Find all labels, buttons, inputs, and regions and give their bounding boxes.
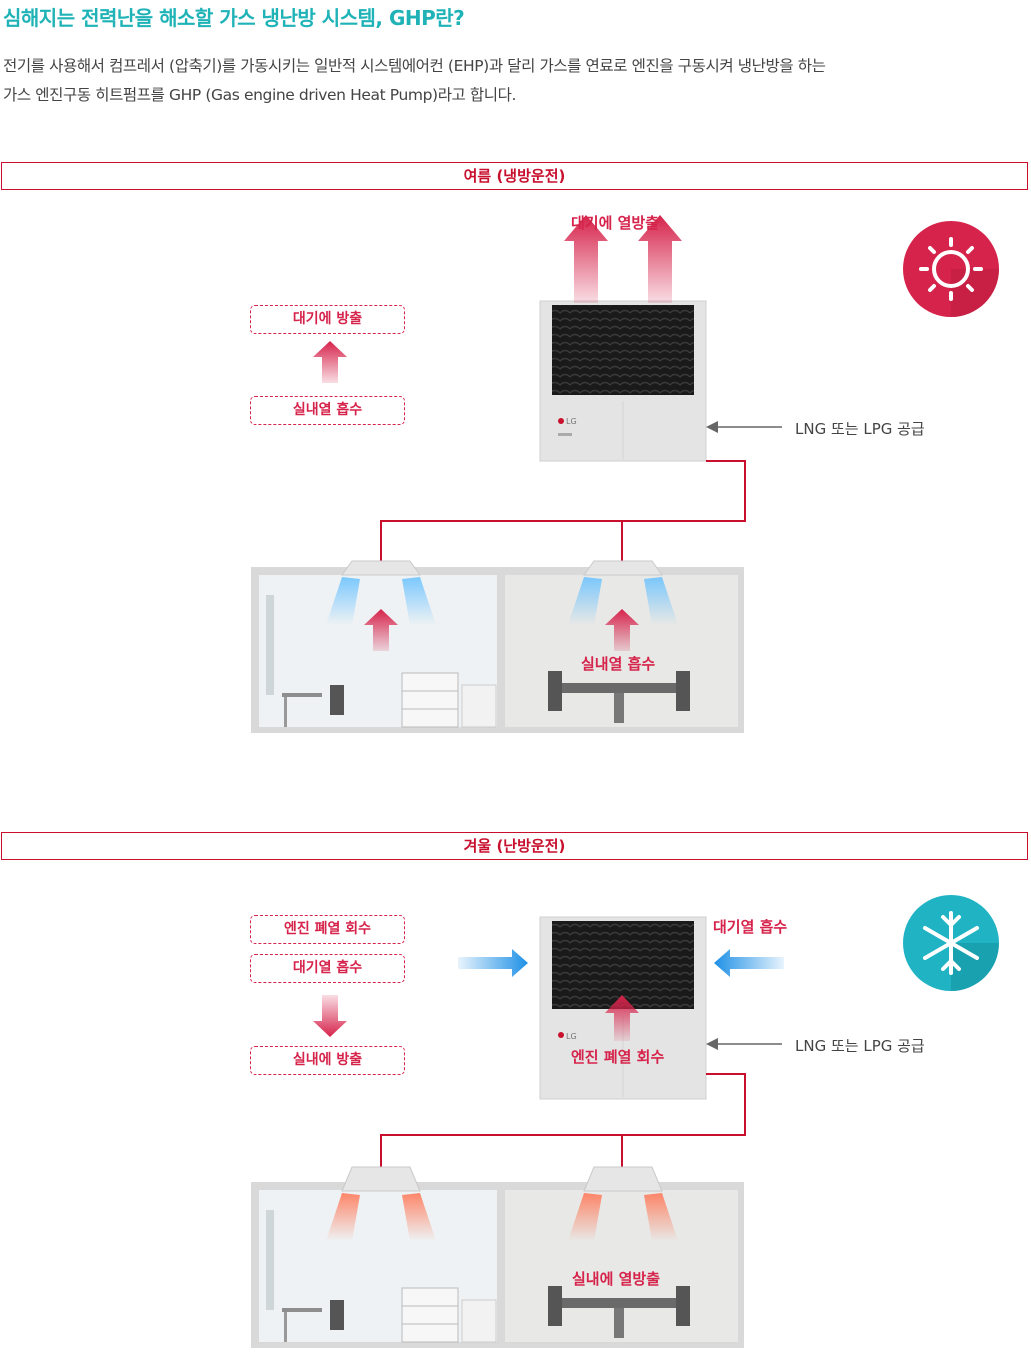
winter-unit-logo: LG xyxy=(566,1032,577,1041)
snowflake-icon xyxy=(903,895,999,991)
winter-building xyxy=(251,1166,744,1348)
summer-box-release: 대기에 방출 xyxy=(250,305,405,334)
winter-gas-line xyxy=(706,1038,782,1050)
winter-box-indoor-release: 실내에 방출 xyxy=(250,1046,405,1075)
winter-box-air-heat: 대기열 흡수 xyxy=(250,954,405,983)
page-title: 심해지는 전력난을 해소할 가스 냉난방 시스템, GHP란? xyxy=(3,6,465,30)
summer-section-title: 여름 (냉방운전) xyxy=(1,162,1028,190)
summer-gas-label: LNG 또는 LPG 공급 xyxy=(795,420,925,438)
winter-left-down-arrow xyxy=(313,995,347,1037)
winter-diagram xyxy=(251,895,999,1348)
summer-left-up-arrow xyxy=(313,341,347,383)
winter-section-title: 겨울 (난방운전) xyxy=(1,832,1028,860)
winter-left-air-arrow xyxy=(458,949,528,977)
page-description: 전기를 사용해서 컴프레서 (압축기)를 가동시키는 일반적 시스템에어컨 (E… xyxy=(3,52,1023,110)
desc-line-2: 가스 엔진구동 히트펌프를 GHP (Gas engine driven Hea… xyxy=(3,86,517,104)
summer-building xyxy=(251,560,744,733)
winter-engine-heat-arrow xyxy=(605,995,639,1041)
summer-exhaust-arrows xyxy=(564,215,682,303)
winter-right-label: 대기열 흡수 xyxy=(713,918,788,936)
winter-gas-label: LNG 또는 LPG 공급 xyxy=(795,1037,925,1055)
winter-room-label: 실내에 열방출 xyxy=(572,1270,661,1288)
desc-line-1: 전기를 사용해서 컴프레서 (압축기)를 가동시키는 일반적 시스템에어컨 (E… xyxy=(3,57,826,75)
summer-exhaust-label: 대기에 열방출 xyxy=(571,214,660,232)
winter-right-air-arrow xyxy=(714,949,784,977)
summer-refrigerant-pipe xyxy=(380,460,746,561)
winter-unit-label: 엔진 폐열 회수 xyxy=(571,1048,665,1066)
summer-unit-logo: LG xyxy=(566,417,577,426)
summer-outdoor-unit xyxy=(539,300,707,462)
summer-gas-line xyxy=(706,421,782,433)
summer-diagram xyxy=(251,215,999,733)
winter-box-engine-heat: 엔진 폐열 회수 xyxy=(250,915,405,944)
sun-icon xyxy=(903,221,999,317)
winter-refrigerant-pipe xyxy=(380,1073,746,1167)
summer-box-absorb: 실내열 흡수 xyxy=(250,396,405,425)
summer-room-label: 실내열 흡수 xyxy=(581,655,656,673)
